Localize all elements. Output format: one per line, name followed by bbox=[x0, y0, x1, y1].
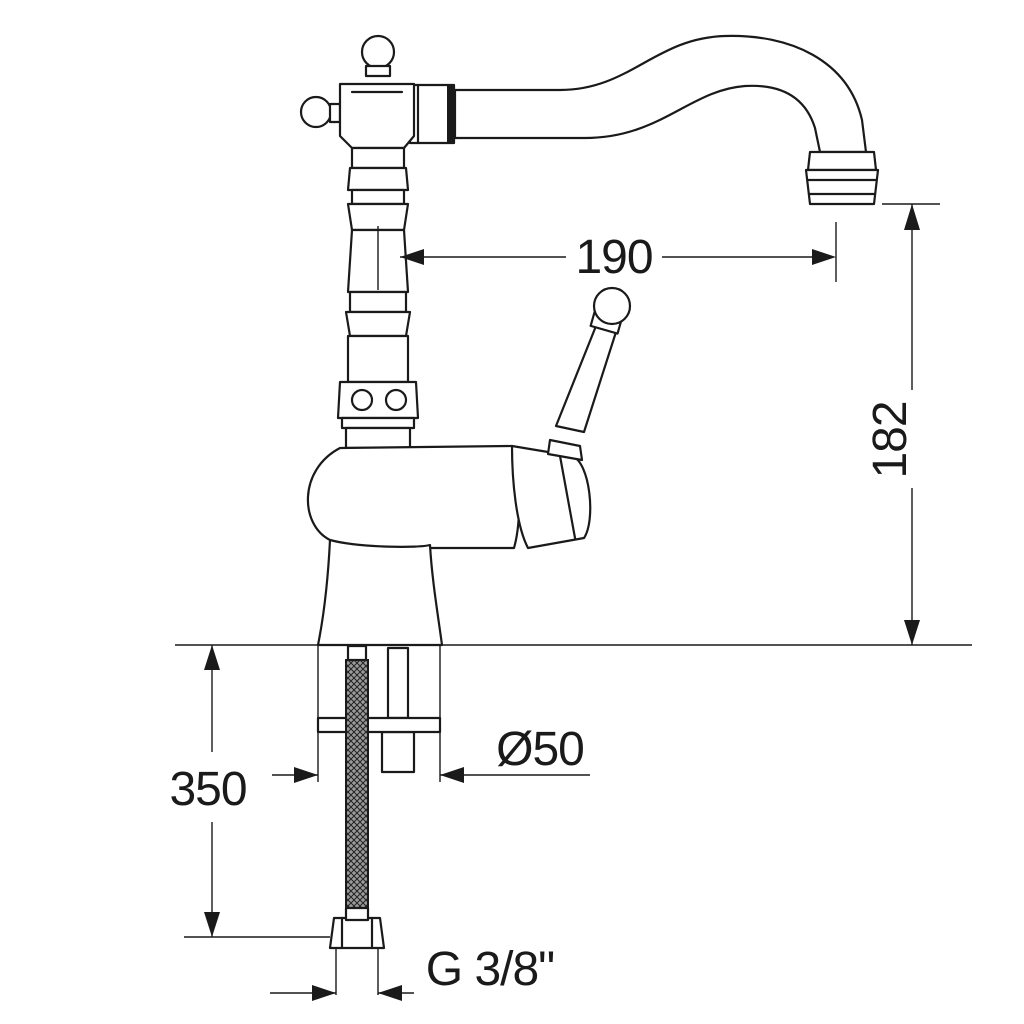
dimension-hole-diameter bbox=[272, 767, 590, 783]
label-thread-size: G 3/8" bbox=[426, 943, 554, 996]
label-below-deck: 350 bbox=[169, 763, 246, 816]
label-spout-reach: 190 bbox=[575, 231, 652, 284]
dimension-spout-height bbox=[882, 203, 940, 645]
mixer-body bbox=[306, 444, 592, 647]
spout bbox=[408, 34, 880, 206]
dimension-thread-size bbox=[270, 948, 414, 1001]
below-deck-assembly bbox=[316, 644, 442, 950]
dimension-below-deck bbox=[184, 645, 330, 938]
faucet-column bbox=[299, 34, 420, 450]
dimension-spout-reach bbox=[377, 222, 837, 290]
lever-handle bbox=[546, 286, 632, 462]
label-hole-diameter: Ø50 bbox=[496, 723, 584, 776]
label-spout-height: 182 bbox=[864, 401, 917, 478]
